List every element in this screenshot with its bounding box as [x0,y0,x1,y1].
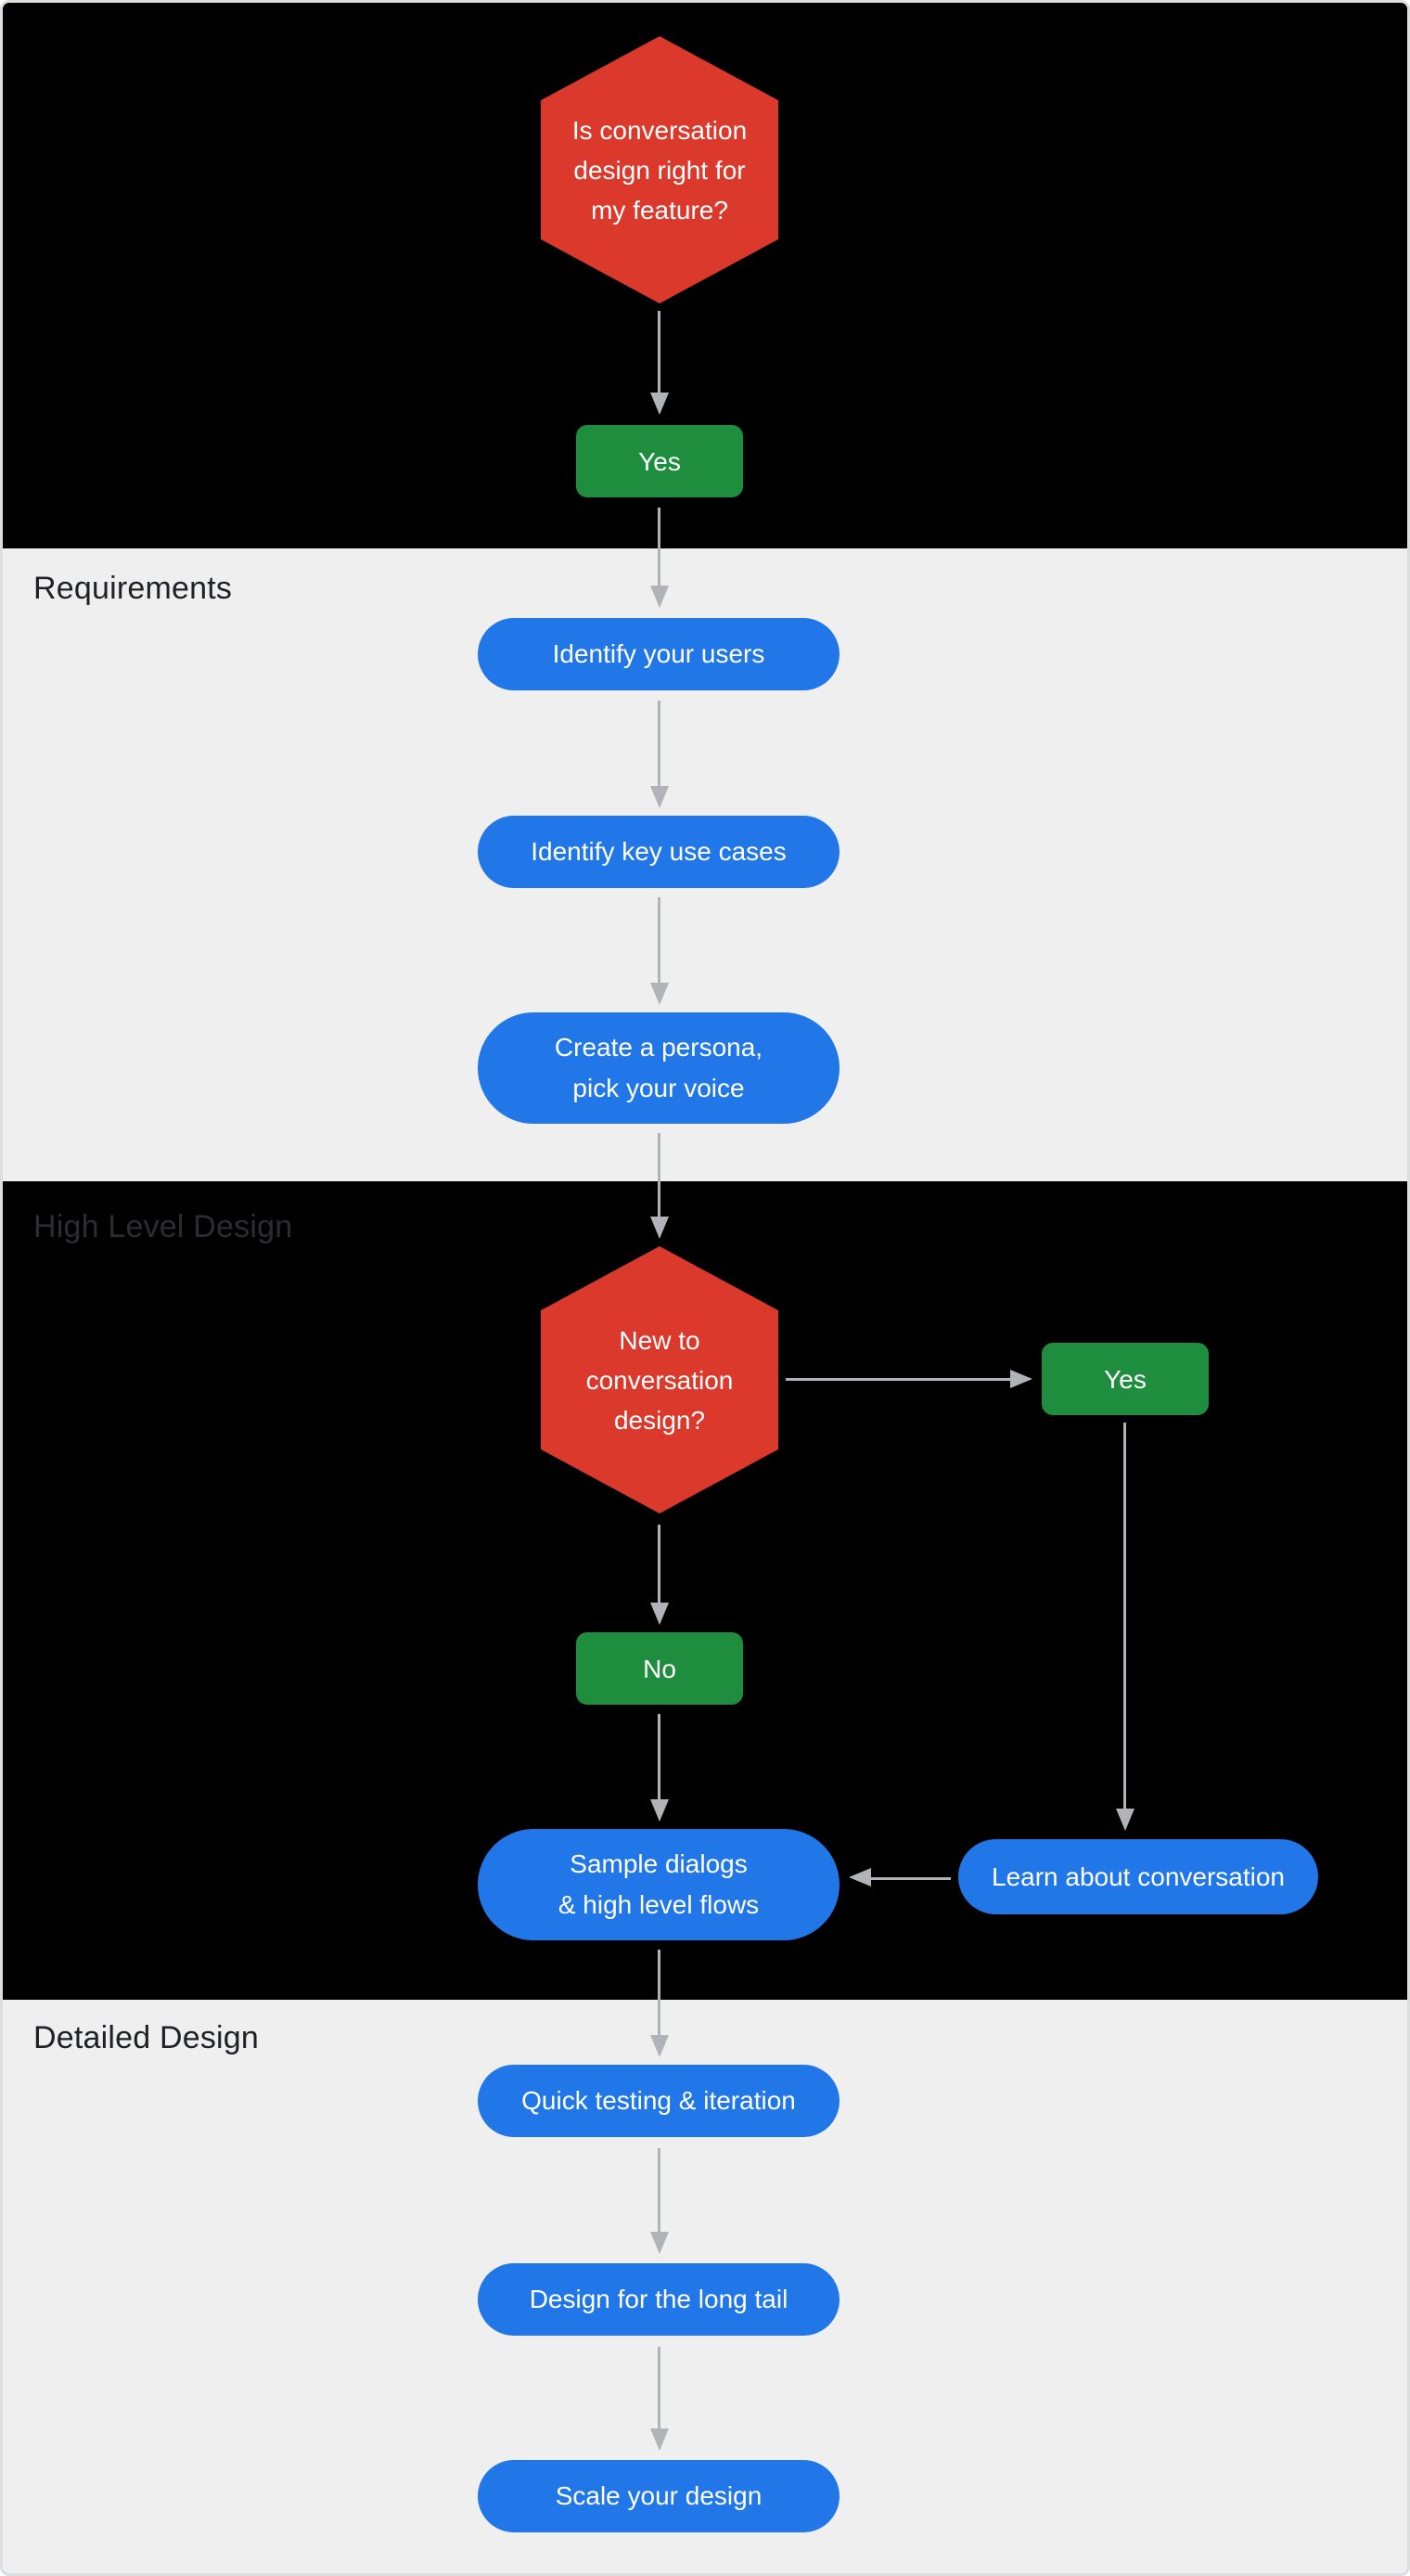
step-learn-about-conversation[interactable]: Learn about conversation [958,1839,1318,1914]
step-label: Design for the long tail [529,2285,788,2313]
button-label: Yes [638,446,681,476]
step-label-line: Sample dialogs [570,1849,748,1878]
section-label-detailed-design: Detailed Design [33,2020,260,2055]
flow-arrow-line [658,701,660,786]
flow-arrow-line [871,1877,951,1880]
decision-text-line: design? [613,1405,706,1435]
flow-arrow-line [658,1714,660,1799]
decision-hexagon-new-to-conversation-design: New to conversation design? [541,1246,778,1513]
arrow-down-icon [650,586,669,608]
step-identify-key-use-cases[interactable]: Identify key use cases [478,816,840,888]
arrow-down-icon [650,1799,669,1822]
step-label-line: & high level flows [558,1890,760,1919]
step-label: Quick testing & iteration [521,2086,796,2115]
step-label-line: Create a persona, [554,1033,763,1062]
flow-arrow-line [658,1950,660,2035]
decision-hexagon-is-conversation-design-right: Is conversation design right for my feat… [541,36,778,303]
decision-text-line: conversation [585,1365,734,1395]
section-label-high-level-design: High Level Design [33,1209,293,1244]
yes-button-new-to-design[interactable]: Yes [1042,1343,1209,1415]
arrow-down-icon [650,393,669,415]
arrow-down-icon [650,2035,669,2057]
step-label: Identify key use cases [531,837,787,866]
flow-arrow-line [658,508,660,586]
no-button-new-to-design[interactable]: No [576,1632,743,1705]
step-label: Identify your users [552,639,765,668]
step-label-line: pick your voice [572,1074,745,1102]
flow-arrow-line [658,897,660,983]
decision-text-line: design right for [573,155,746,185]
flow-arrow-line [658,311,660,393]
step-label: Scale your design [555,2481,763,2510]
step-sample-dialogs-high-level-flows[interactable]: Sample dialogs & high level flows [478,1829,840,1940]
button-label: No [643,1654,676,1683]
button-label: Yes [1104,1364,1147,1394]
arrow-down-icon [650,1217,669,1239]
flow-arrow-line [658,1525,660,1603]
flow-arrow-line [658,2148,660,2232]
step-scale-your-design[interactable]: Scale your design [478,2460,840,2532]
section-label-requirements: Requirements [33,571,233,606]
arrow-down-icon [650,1603,669,1625]
flow-arrow-line [658,1133,660,1217]
arrow-down-icon [1116,1809,1134,1831]
decision-text-line: my feature? [591,195,728,225]
arrow-left-icon [849,1868,871,1887]
step-design-for-long-tail[interactable]: Design for the long tail [478,2263,840,2336]
yes-button-start[interactable]: Yes [576,425,743,497]
step-label: Learn about conversation [992,1861,1285,1891]
step-quick-testing-iteration[interactable]: Quick testing & iteration [478,2065,840,2137]
arrow-down-icon [650,2428,669,2451]
decision-text-line: Is conversation [571,115,748,145]
arrow-down-icon [650,2232,669,2254]
flow-arrow-line [1123,1423,1126,1809]
flow-arrow-line [658,2347,660,2428]
arrow-down-icon [650,786,669,808]
flow-arrow-line [786,1378,1010,1381]
step-create-persona-pick-voice[interactable]: Create a persona, pick your voice [478,1012,840,1124]
decision-text-line: New to [619,1325,700,1355]
step-identify-your-users[interactable]: Identify your users [478,618,840,690]
arrow-right-icon [1010,1370,1032,1388]
arrow-down-icon [650,983,669,1005]
